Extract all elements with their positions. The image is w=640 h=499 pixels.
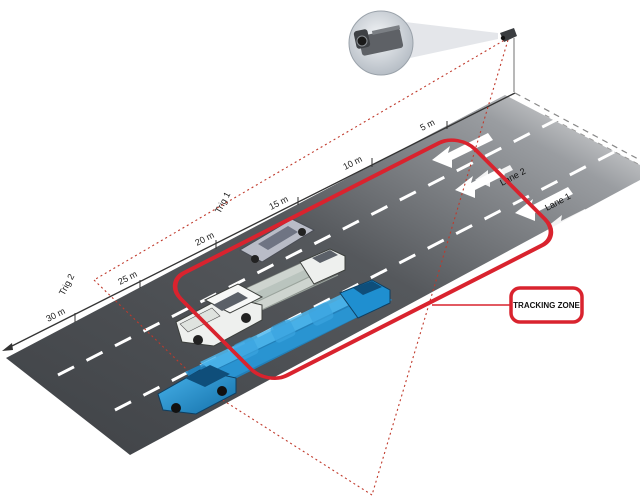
camera-field-of-view xyxy=(93,37,509,496)
distance-scale xyxy=(74,121,448,322)
camera-zoom-bubble xyxy=(348,10,498,76)
trigger-label-1: Trig 1 xyxy=(213,190,232,215)
trigger-label-2: Trig 2 xyxy=(57,272,76,297)
road-edge-line xyxy=(5,92,516,350)
road-far-edge xyxy=(514,92,640,161)
suv-rear xyxy=(299,248,346,285)
distance-label-15m: 15 m xyxy=(267,194,289,212)
blue-car-motion-trail xyxy=(185,283,392,394)
road-far-edge-2 xyxy=(544,114,640,166)
camera-icon xyxy=(500,28,517,42)
tracking-zone-badge xyxy=(509,286,584,324)
blue-car-icon xyxy=(157,365,237,415)
distance-label-5m: 5 m xyxy=(418,117,436,133)
direction-arrow-icon xyxy=(548,209,589,233)
distance-label-10m: 10 m xyxy=(341,154,363,172)
direction-arrow-icon xyxy=(515,187,573,221)
blue-car-rear xyxy=(339,279,391,319)
tracking-zone-outline xyxy=(172,138,554,380)
direction-arrow-icon xyxy=(475,165,513,187)
road-edge-arrowhead xyxy=(2,343,13,351)
car-icon xyxy=(238,218,316,263)
distance-label-30m: 30 m xyxy=(44,306,66,324)
tracking-zone-label: TRACKING ZONE xyxy=(513,301,580,310)
